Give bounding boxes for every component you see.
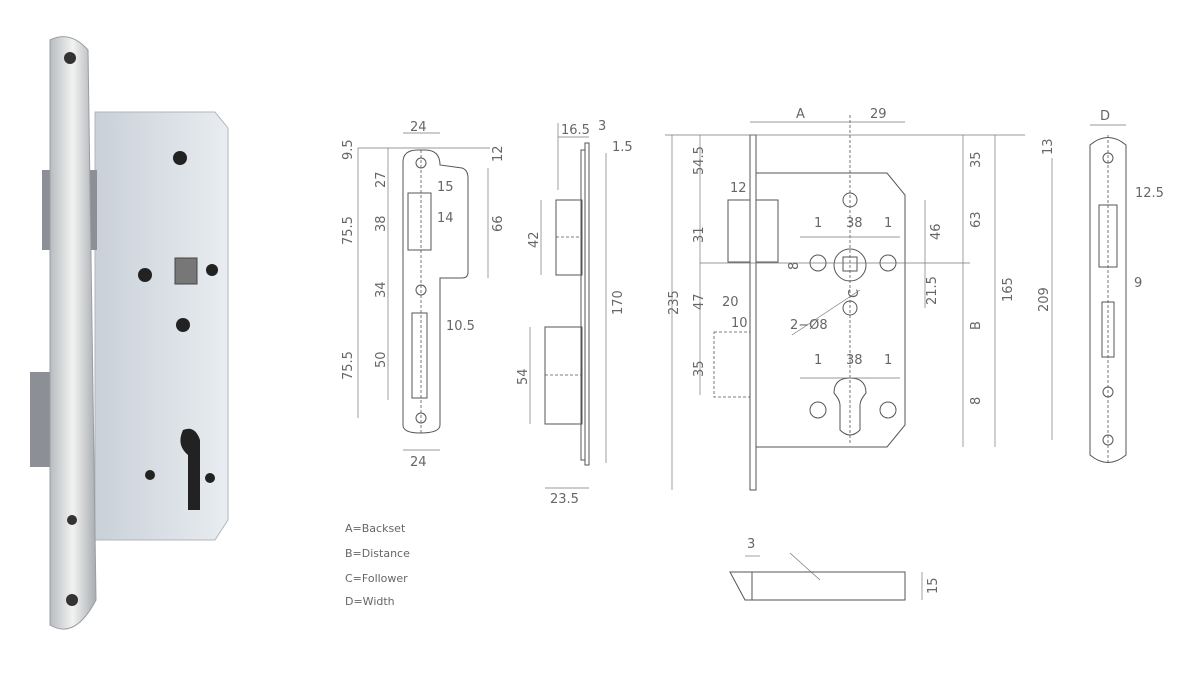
side-view xyxy=(529,123,607,489)
legend: A=Backset B=Distance C=Follower D=Width xyxy=(345,522,410,608)
dim-C: C xyxy=(847,289,862,298)
dim-13: 13 xyxy=(1041,138,1056,155)
dim-A: A xyxy=(796,107,805,122)
dim-1-c: 1 xyxy=(814,353,822,368)
dim-12-5: 12.5 xyxy=(1135,186,1164,201)
dim-14: 14 xyxy=(437,211,454,226)
legend-width: D=Width xyxy=(345,595,395,608)
latch-detail xyxy=(729,555,923,601)
dim-50: 50 xyxy=(374,351,389,368)
dim-46: 46 xyxy=(929,223,944,240)
dim-B: B xyxy=(969,321,984,330)
lock-body-view xyxy=(665,115,1025,581)
dim-165: 165 xyxy=(1001,277,1016,302)
dim-9-5: 9.5 xyxy=(341,139,356,160)
dim-latch-3: 3 xyxy=(747,537,755,552)
dim-1-b: 1 xyxy=(884,216,892,231)
dim-10-5: 10.5 xyxy=(446,319,475,334)
dim-12: 12 xyxy=(491,145,506,162)
dim-1-a: 1 xyxy=(814,216,822,231)
dim-D: D xyxy=(1100,109,1110,124)
dim-21-5: 21.5 xyxy=(925,276,940,305)
dim-8-b: 8 xyxy=(969,397,984,405)
dim-75-5-lower: 75.5 xyxy=(341,351,356,380)
dim-latch-15: 15 xyxy=(926,577,941,594)
dim-63: 63 xyxy=(969,211,984,228)
dim-strike-top-width: 24 xyxy=(410,120,427,135)
faceplate-view xyxy=(1051,124,1127,465)
dim-15: 15 xyxy=(437,180,454,195)
dim-47: 47 xyxy=(692,293,707,310)
dim-38-a: 38 xyxy=(846,216,863,231)
dim-66: 66 xyxy=(491,215,506,232)
dim-27: 27 xyxy=(374,171,389,188)
dim-10: 10 xyxy=(731,316,748,331)
dim-35-top: 35 xyxy=(969,151,984,168)
dim-42: 42 xyxy=(527,231,542,248)
dim-3: 3 xyxy=(598,119,606,134)
strike-plate-view xyxy=(357,132,490,451)
dim-29: 29 xyxy=(870,107,887,122)
lock-photo xyxy=(30,36,229,630)
dim-38: 38 xyxy=(374,215,389,232)
dim-170: 170 xyxy=(611,290,626,315)
legend-follower: C=Follower xyxy=(345,572,408,585)
dim-strike-bottom-width: 24 xyxy=(410,455,427,470)
dim-1-d: 1 xyxy=(884,353,892,368)
dim-38-b: 38 xyxy=(846,353,863,368)
dim-16-5: 16.5 xyxy=(561,123,590,138)
dim-34: 34 xyxy=(374,281,389,298)
dim-54: 54 xyxy=(516,368,531,385)
dim-35-low: 35 xyxy=(692,360,707,377)
dim-2-holes-8: 2−Ø8 xyxy=(790,318,828,333)
dim-209: 209 xyxy=(1037,287,1052,312)
legend-backset: A=Backset xyxy=(345,522,406,535)
dim-1-5: 1.5 xyxy=(612,140,633,155)
dim-8-a: 8 xyxy=(787,262,802,270)
dim-12-latch: 12 xyxy=(730,181,747,196)
dim-235: 235 xyxy=(667,290,682,315)
dim-20: 20 xyxy=(722,295,739,310)
dim-9: 9 xyxy=(1134,276,1142,291)
dim-23-5: 23.5 xyxy=(550,492,579,507)
dim-75-5-upper: 75.5 xyxy=(341,216,356,245)
dim-54-5: 54.5 xyxy=(692,146,707,175)
dim-31: 31 xyxy=(692,226,707,243)
legend-distance: B=Distance xyxy=(345,547,410,560)
